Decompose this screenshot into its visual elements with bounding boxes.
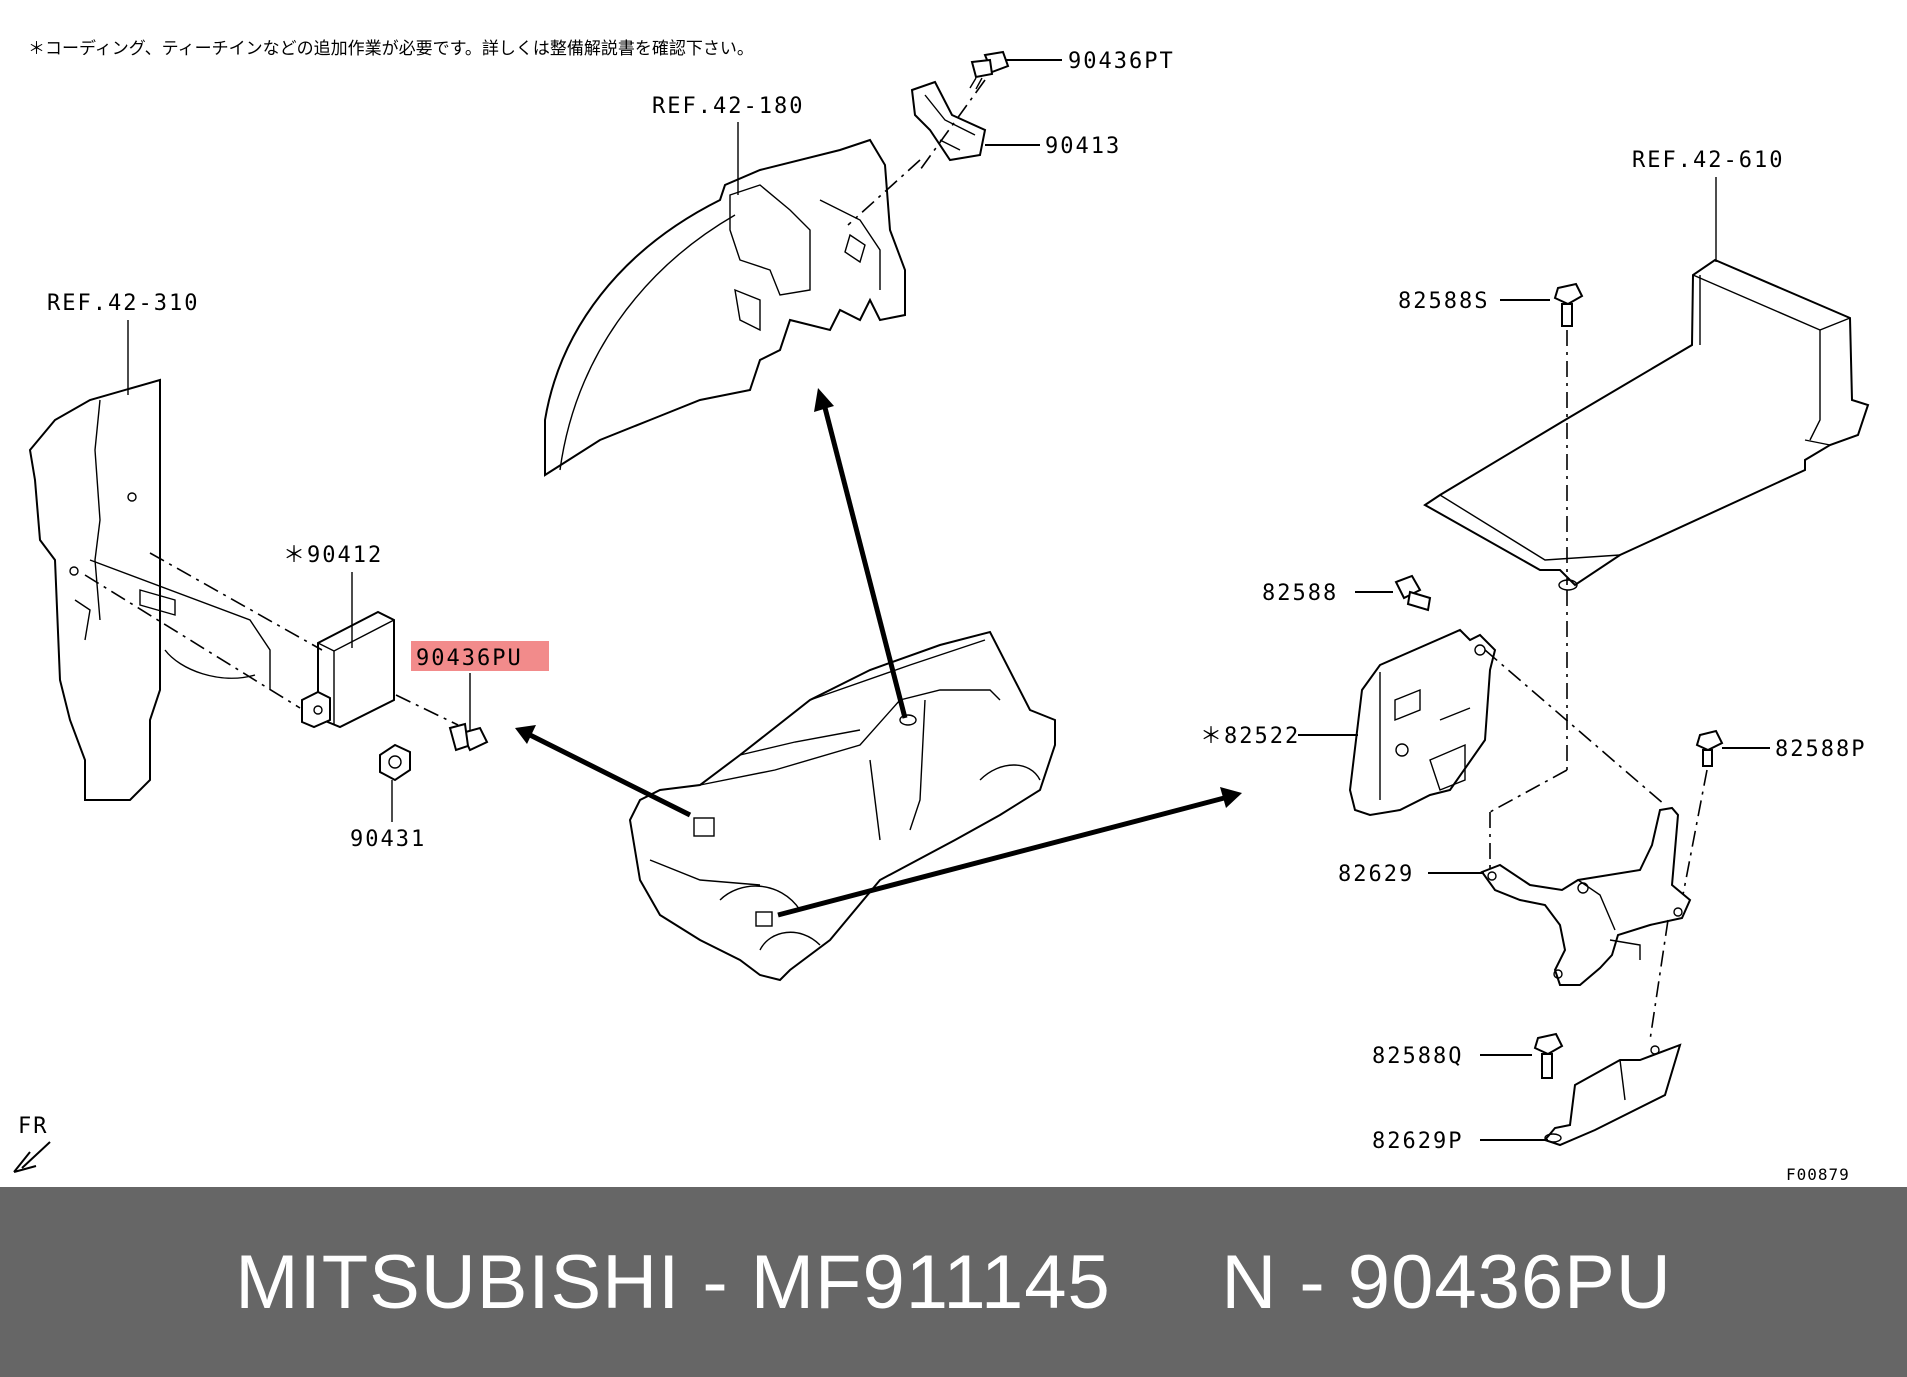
part-90412-label: ＊90412	[283, 543, 383, 568]
part-82629-label: 82629	[1338, 862, 1414, 887]
ref-42-180-label: REF.42-180	[652, 94, 804, 119]
service-note: ＊コーディング、ティーチインなどの追加作業が必要です。詳しくは整備解説書を確認下…	[28, 38, 754, 59]
arrow-to-fender	[820, 399, 908, 719]
part-82588p-label: 82588P	[1775, 737, 1866, 762]
part-90413-label: 90413	[1045, 134, 1121, 159]
bolt-82588-icon	[1394, 574, 1432, 612]
ref-42-610-label: REF.42-610	[1632, 148, 1784, 173]
ref-42-310-label: REF.42-310	[47, 291, 199, 316]
bolt-82588p-icon	[1695, 729, 1724, 767]
figure-code: F00879	[1786, 1165, 1850, 1184]
part-82588s-label: 82588S	[1398, 289, 1489, 314]
bracket-90413-icon	[910, 80, 987, 162]
vehicle-outline	[628, 630, 1056, 982]
parts-diagram: ＊コーディング、ティーチインなどの追加作業が必要です。詳しくは整備解説書を確認下…	[13, 38, 1870, 1184]
part-82629p-label: 82629P	[1372, 1129, 1463, 1154]
part-82588-label: 82588	[1262, 581, 1338, 606]
part-number-banner: MITSUBISHI - MF911145 N - 90436PU	[0, 1187, 1907, 1377]
dash-side-panel	[28, 378, 271, 801]
bracket-82629-icon	[1480, 806, 1692, 986]
nut-90431-icon	[379, 743, 411, 782]
inner-fender-panel	[544, 138, 906, 477]
bolt-90436pu-icon	[448, 722, 489, 752]
arrow-to-control-unit	[526, 731, 692, 818]
part-82522-label: ＊82522	[1200, 724, 1300, 749]
part-90431-label: 90431	[350, 827, 426, 852]
bolt-82588q-icon	[1533, 1032, 1564, 1079]
arrow-to-ecu	[777, 794, 1229, 918]
part-90436pt-label: 90436PT	[1068, 49, 1175, 74]
bracket-82629p-icon	[1543, 1043, 1682, 1147]
front-label: FR	[18, 1114, 49, 1139]
part-82588q-label: 82588Q	[1372, 1044, 1463, 1069]
banner-text: MITSUBISHI - MF911145 N - 90436PU	[235, 1239, 1672, 1325]
part-90436pu-highlight	[411, 641, 549, 671]
front-arrow-icon	[13, 1141, 51, 1173]
floor-panel	[1423, 258, 1870, 591]
part-90436pu-label: 90436PU	[416, 646, 523, 671]
bolt-90436pt-icon	[969, 50, 1010, 90]
ecu-82522-icon	[1348, 628, 1497, 817]
control-unit-90412-icon	[301, 610, 395, 729]
bolt-82588s-icon	[1553, 282, 1584, 327]
